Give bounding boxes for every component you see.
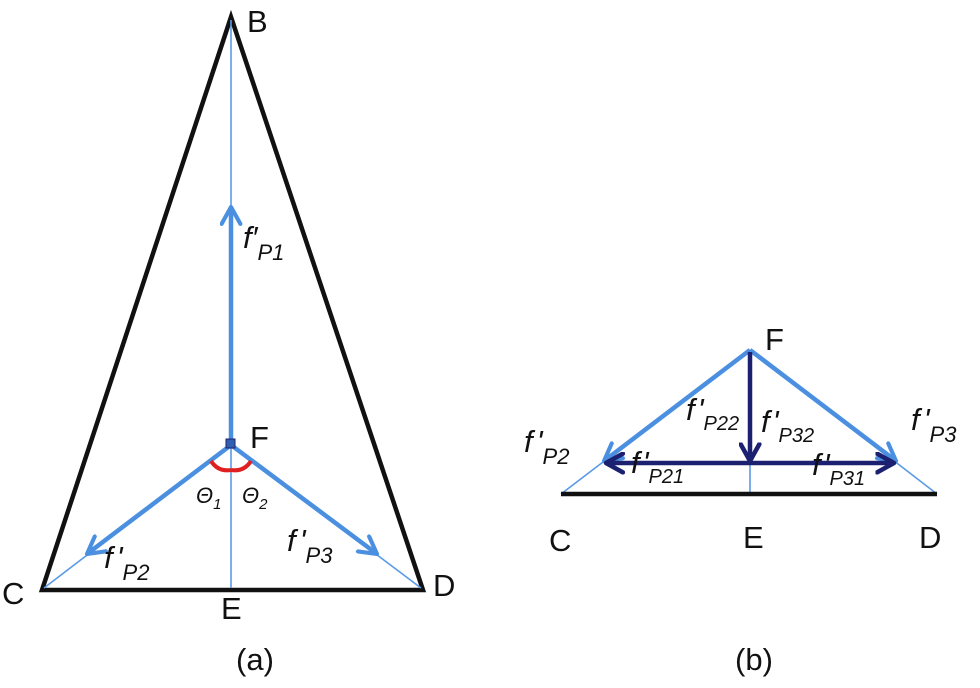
- label-f-p3: f'P3: [287, 523, 333, 568]
- label-f-p3-b: f'P3: [911, 402, 957, 447]
- caption-b: (b): [735, 642, 773, 677]
- vector-f-p2-b: [604, 348, 752, 461]
- panel-b: F C E D f'P2 f'P3 f'P22 f'P32 f'P21 f'P3…: [524, 322, 957, 677]
- label-point-b: B: [247, 4, 268, 39]
- label-point-f-b: F: [765, 322, 784, 357]
- vector-f-p3-b: [748, 348, 896, 461]
- angle-arc-theta2: [230, 459, 253, 473]
- label-f-p22: f'P22: [686, 392, 739, 435]
- label-f-p21: f'P21: [631, 445, 684, 488]
- caption-a: (a): [236, 642, 274, 677]
- label-f-p31: f'P31: [812, 447, 865, 490]
- label-f-p32: f'P32: [761, 404, 814, 447]
- label-point-d-b: D: [919, 520, 941, 555]
- label-point-c: C: [2, 576, 24, 611]
- vector-f-p3: [229, 443, 377, 554]
- angle-arc-theta1: [209, 459, 232, 473]
- label-theta1: Θ1: [196, 483, 221, 513]
- label-theta2: Θ2: [242, 483, 268, 513]
- vector-f-p2: [87, 443, 233, 554]
- label-f-p1: f′P1: [243, 220, 284, 265]
- label-point-e: E: [221, 591, 242, 626]
- label-point-c-b: C: [549, 523, 571, 558]
- triangle-bcd: [38, 9, 427, 593]
- label-f-p2: f'P2: [104, 540, 149, 585]
- panel-a: B C D E F f′P1 f'P2 f'P3 Θ1 Θ2 (a): [2, 4, 455, 677]
- point-f-marker: [225, 438, 236, 449]
- label-point-f: F: [250, 420, 269, 455]
- label-point-d: D: [433, 568, 455, 603]
- label-f-p2-b: f'P2: [524, 424, 569, 469]
- label-point-e-b: E: [743, 520, 764, 555]
